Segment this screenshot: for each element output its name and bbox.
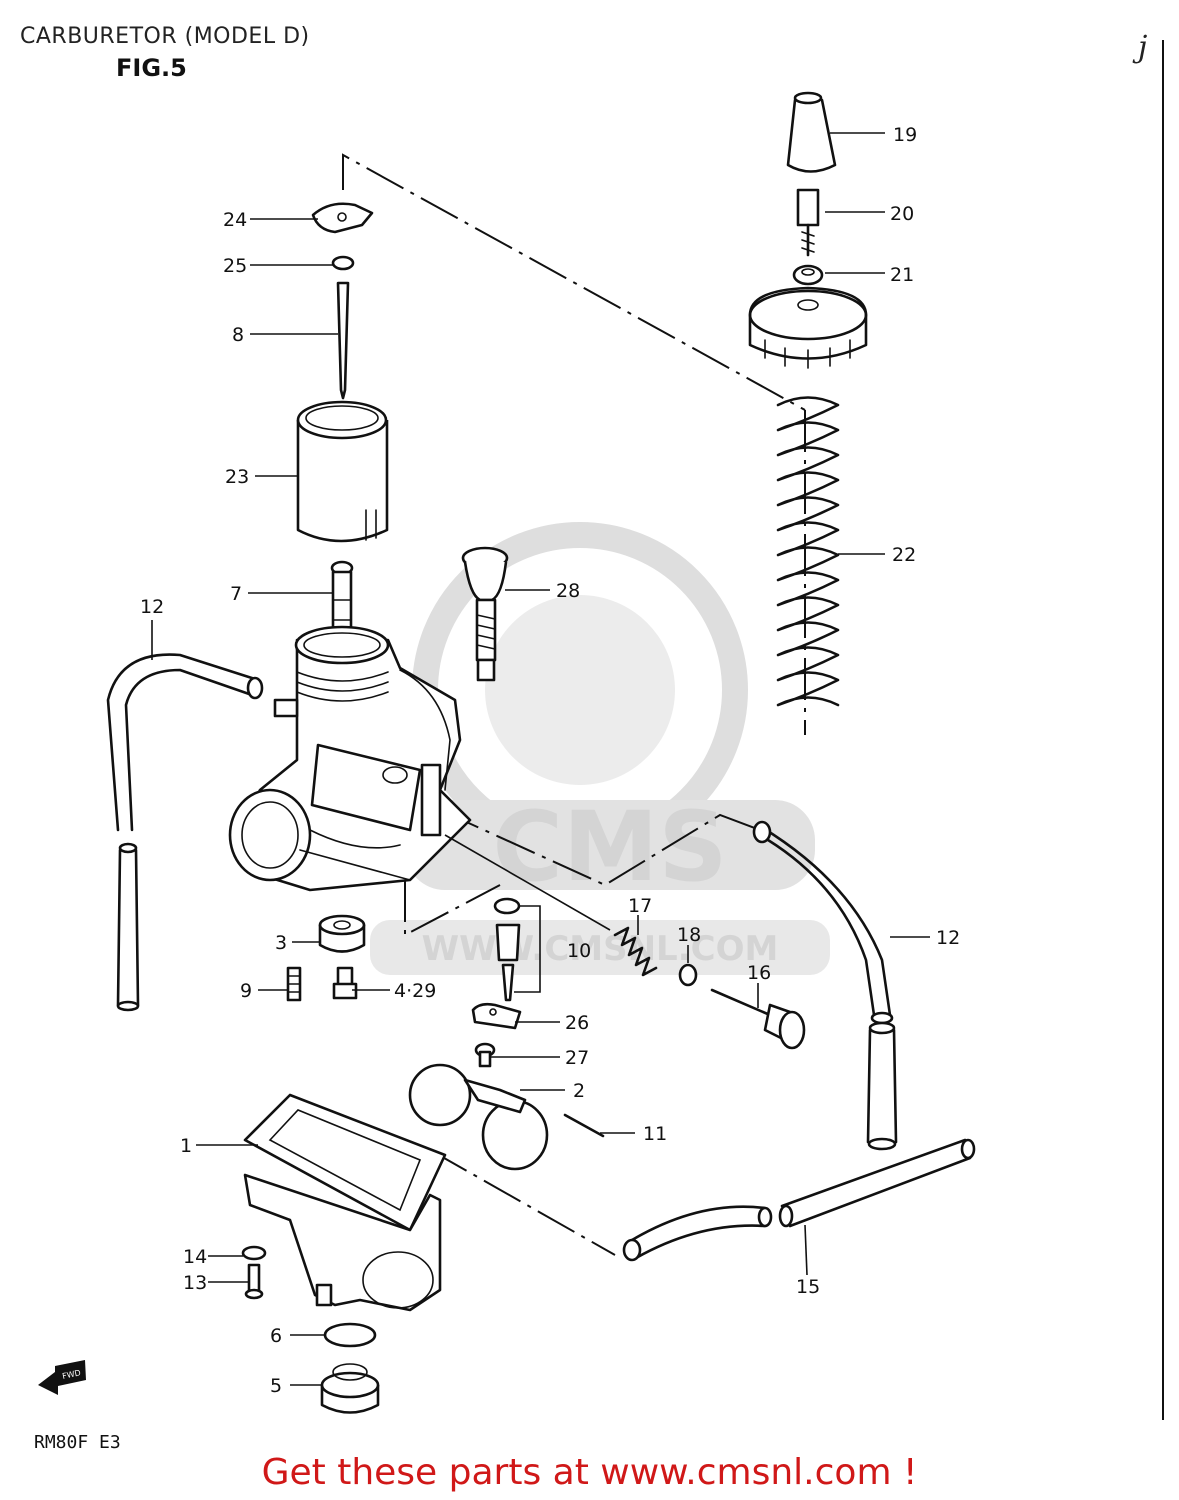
- model-code: RM80F E3: [34, 1432, 121, 1453]
- label-part-18: 18: [677, 924, 701, 946]
- label-part-7: 7: [230, 583, 242, 605]
- label-part-12-right: 12: [936, 927, 960, 949]
- part-19-cap-cover: [786, 91, 837, 173]
- label-part-2: 2: [573, 1080, 585, 1102]
- part-10-float-valve: [493, 897, 541, 1002]
- part-15-bottom-hose: [622, 1138, 976, 1262]
- label-part-16: 16: [747, 962, 771, 984]
- part-26-float-valve-bracket: [471, 1002, 522, 1030]
- fwd-icon-label: FWD: [61, 1368, 81, 1381]
- part-1-float-chamber-gasket: [243, 1093, 447, 1232]
- part-13-screw: [244, 1263, 264, 1300]
- label-part-24: 24: [223, 209, 247, 231]
- carburetor-top-cap: [748, 286, 868, 369]
- part-24-needle-clip-plate: [311, 202, 374, 234]
- watermark-url: WWW.CMSNL.COM: [422, 929, 779, 969]
- carburetor-body: [228, 625, 472, 892]
- part-25-e-clip: [331, 255, 355, 271]
- label-part-13: 13: [183, 1272, 207, 1294]
- assembly-guide-lines: [342, 153, 806, 1256]
- label-part-20: 20: [890, 203, 914, 225]
- label-part-23: 23: [225, 466, 249, 488]
- label-part-17: 17: [628, 895, 652, 917]
- part-21-nut: [792, 264, 824, 286]
- part-2-float: [408, 1063, 549, 1171]
- label-part-25: 25: [223, 255, 247, 277]
- label-part-14: 14: [183, 1246, 207, 1268]
- watermark-brand: CMS: [492, 791, 727, 903]
- part-6-o-ring: [323, 1322, 377, 1348]
- label-part-6: 6: [270, 1325, 282, 1347]
- label-part-12-left: 12: [140, 596, 164, 618]
- part-3-jet-holder: [318, 914, 366, 953]
- part-4-29-main-jet: [332, 966, 358, 1000]
- label-part-21: 21: [890, 264, 914, 286]
- figure-number: FIG.5: [116, 54, 187, 82]
- label-part-22: 22: [892, 544, 916, 566]
- part-labels: 19 20 21 24 25 8 23 22 28 7 12 12 17 18 …: [140, 124, 960, 1397]
- label-part-9: 9: [240, 980, 252, 1002]
- footer-parts-link[interactable]: Get these parts at www.cmsnl.com !: [261, 1452, 918, 1493]
- label-part-11: 11: [643, 1123, 667, 1145]
- label-part-10: 10: [567, 940, 591, 962]
- label-part-4-29: 4·29: [394, 980, 436, 1002]
- corner-mark: j: [1138, 30, 1148, 65]
- part-12-left-hose: [106, 653, 264, 1012]
- label-part-19: 19: [893, 124, 917, 146]
- label-part-3: 3: [275, 932, 287, 954]
- part-22-throttle-spring: [776, 396, 840, 707]
- part-5-drain-plug: [320, 1363, 380, 1414]
- part-14-washer: [241, 1245, 267, 1261]
- part-12-right-hose: [752, 820, 898, 1151]
- label-part-8: 8: [232, 324, 244, 346]
- part-18-o-ring: [678, 963, 698, 987]
- label-part-15: 15: [796, 1276, 820, 1298]
- part-9-pilot-jet: [286, 966, 302, 1002]
- diagram-title: CARBURETOR (MODEL D): [20, 24, 310, 49]
- label-part-28: 28: [556, 580, 580, 602]
- part-23-throttle-valve: [296, 400, 389, 543]
- leader-lines: [151, 132, 930, 1386]
- part-8-jet-needle: [336, 281, 350, 400]
- fwd-direction-icon: FWD: [38, 1360, 86, 1395]
- part-27-screw: [474, 1042, 496, 1068]
- part-17-idle-spring: [444, 834, 658, 977]
- part-11-float-pin: [563, 1113, 605, 1138]
- label-part-26: 26: [565, 1012, 589, 1034]
- label-part-5: 5: [270, 1375, 282, 1397]
- part-28-starter-plunger: [461, 546, 509, 682]
- label-part-27: 27: [565, 1047, 589, 1069]
- part-16-throttle-stop-screw: [710, 988, 806, 1050]
- part-20-adjuster: [796, 188, 820, 257]
- float-chamber: [243, 1173, 442, 1312]
- label-part-1: 1: [180, 1135, 192, 1157]
